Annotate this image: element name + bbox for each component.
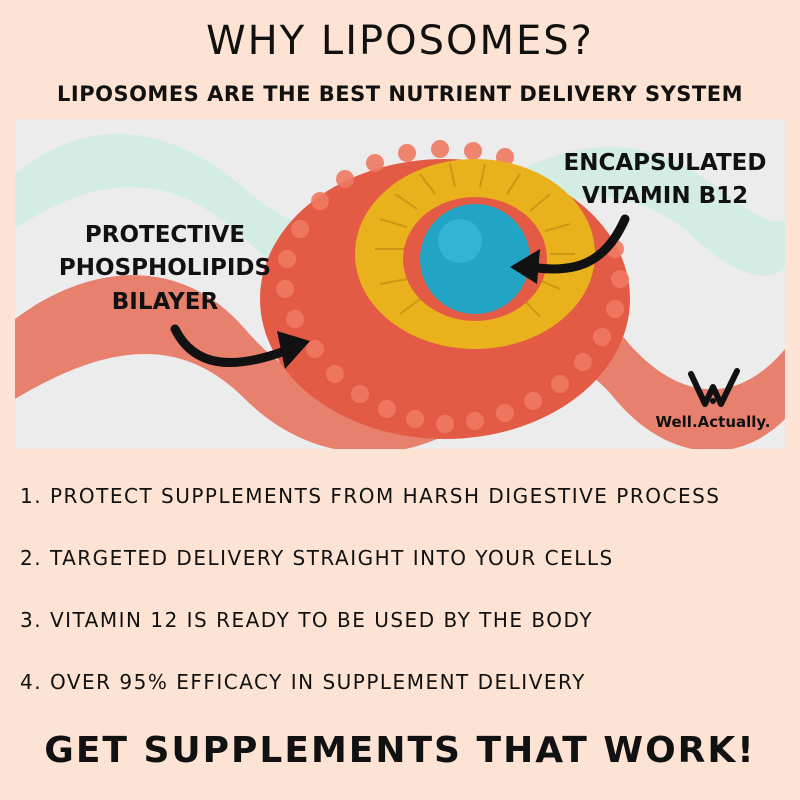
logo-text: Well.Actually. [655, 413, 771, 431]
page-title: WHY LIPOSOMES? [206, 18, 594, 64]
brand-logo: Well.Actually. [643, 367, 783, 431]
list-item: 2. TARGETED DELIVERY STRAIGHT INTO YOUR … [20, 546, 614, 570]
page-subtitle: LIPOSOMES ARE THE BEST NUTRIENT DELIVERY… [57, 82, 743, 106]
call-to-action: GET SUPPLEMENTS THAT WORK! [44, 730, 756, 771]
label-protective-bilayer: PROTECTIVE PHOSPHOLIPIDS BILAYER [58, 222, 272, 315]
arrow-to-bilayer [170, 324, 290, 368]
benefits-list: 1. PROTECT SUPPLEMENTS FROM HARSH DIGEST… [20, 483, 790, 731]
liposome-illustration: ENCAPSULATED VITAMIN B12 PROTECTIVE PHOS… [15, 119, 785, 449]
logo-icon [643, 367, 783, 411]
arrow-to-core-head [510, 249, 540, 284]
vitamin-b12-core [420, 204, 530, 314]
arrow-to-core [525, 214, 630, 274]
list-item: 3. VITAMIN 12 IS READY TO BE USED BY THE… [20, 608, 594, 632]
arrow-to-bilayer-head [277, 331, 310, 369]
mint-wave [15, 133, 785, 297]
label-encapsulated-vitamin: ENCAPSULATED VITAMIN B12 [563, 150, 767, 210]
list-item: 4. OVER 95% EFFICACY IN SUPPLEMENT DELIV… [20, 670, 586, 694]
list-item: 1. PROTECT SUPPLEMENTS FROM HARSH DIGEST… [20, 484, 721, 508]
logo-mark [688, 368, 740, 407]
